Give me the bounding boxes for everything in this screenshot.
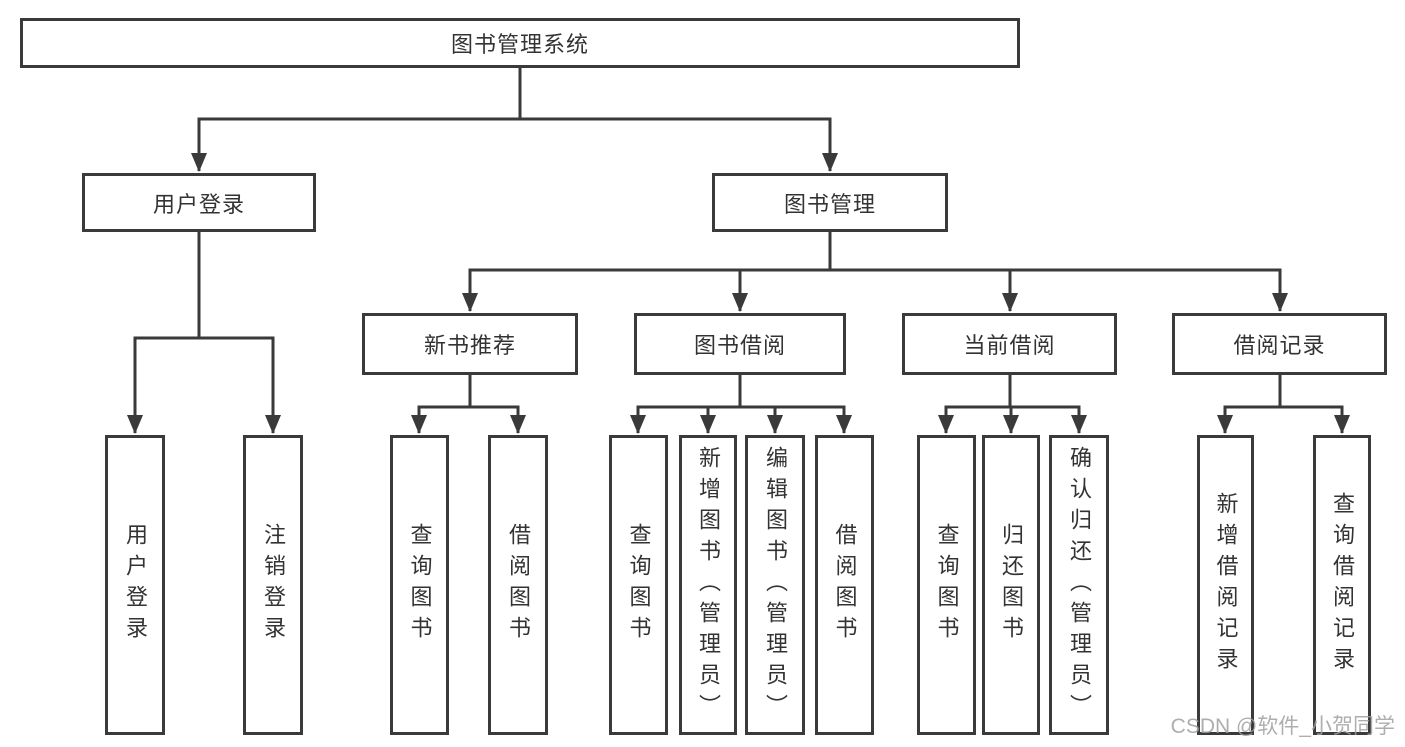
node-root: 图书管理系统: [20, 18, 1020, 68]
node-book-borrow: 图书借阅: [634, 313, 846, 375]
leaf-query-books-2: 查询图书: [609, 435, 668, 735]
node-borrow-records: 借阅记录: [1172, 313, 1387, 375]
leaf-query-books-1: 查询图书: [390, 435, 449, 735]
leaf-query-borrow-record: 查询借阅记录: [1313, 435, 1371, 735]
leaf-add-borrow-record: 新增借阅记录: [1197, 435, 1254, 735]
leaf-user-login: 用户登录: [105, 435, 165, 735]
leaf-borrow-books-2: 借阅图书: [815, 435, 874, 735]
leaf-return-books: 归还图书: [982, 435, 1040, 735]
node-new-book-recommend: 新书推荐: [362, 313, 578, 375]
leaf-confirm-return-admin: 确认归还（管理员）: [1049, 435, 1109, 735]
node-current-borrow: 当前借阅: [902, 313, 1117, 375]
leaf-query-books-3: 查询图书: [917, 435, 976, 735]
leaf-borrow-books-1: 借阅图书: [488, 435, 548, 735]
node-user-login: 用户登录: [82, 173, 316, 232]
leaf-logout: 注销登录: [243, 435, 303, 735]
node-book-management: 图书管理: [712, 173, 948, 232]
leaf-add-books-admin: 新增图书（管理员）: [679, 435, 737, 735]
csdn-watermark: CSDN @软件_小贺同学: [1170, 715, 1395, 738]
leaf-edit-books-admin: 编辑图书（管理员）: [745, 435, 805, 735]
